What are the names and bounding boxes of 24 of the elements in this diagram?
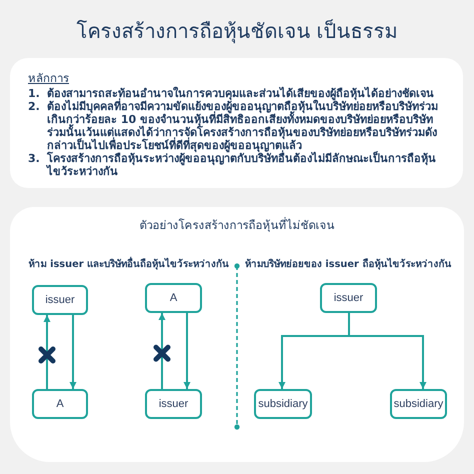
list-number: 1. bbox=[28, 87, 39, 100]
list-item: โครงสร้างการถือหุ้นระหว่างผู้ขออนุญาตกับบริษัทอื่นต้องไม่มีลักษณะเป็นการถือหุ้นไขว้ระหว่างกัน bbox=[47, 152, 437, 178]
arrow bbox=[44, 315, 50, 389]
arrow bbox=[70, 315, 76, 389]
company-box: issuer bbox=[145, 389, 202, 419]
list-item: ต้องสามารถสะท้อนอำนาจในการควบคุมและส่วนได้เสียของผู้ถือหุ้นได้อย่างชัดเจน bbox=[47, 87, 434, 100]
section-heading: หลักการ bbox=[28, 71, 69, 85]
title: โครงสร้างการถือหุ้นชัดเจน เป็นธรรม bbox=[76, 18, 398, 46]
arrow bbox=[348, 313, 426, 389]
list-number: 2. bbox=[28, 100, 39, 113]
company-box: subsidiary bbox=[254, 389, 312, 419]
card bbox=[10, 207, 464, 462]
arrow bbox=[158, 313, 166, 389]
arrow bbox=[184, 313, 190, 389]
company-box: A bbox=[32, 389, 88, 419]
company-box: issuer bbox=[320, 283, 377, 313]
company-box: subsidiary bbox=[390, 389, 447, 419]
company-box: issuer bbox=[32, 285, 88, 315]
section-heading: ตัวอย่างโครงสร้างการถือหุ้นที่ไม่ชัดเจน bbox=[140, 218, 334, 233]
subheading: ห้ามบริษัทย่อยของ issuer ถือหุ้นไขว้ระหว่างกัน bbox=[245, 257, 452, 272]
company-box: A bbox=[145, 283, 202, 313]
subheading: ห้าม issuer และบริษัทอื่นถือหุ้นไขว้ระหว่างกัน bbox=[28, 257, 229, 272]
list-number: 3. bbox=[28, 152, 39, 165]
list-item: ต้องไม่มีบุคคลที่อาจมีความขัดแย้งของผู้ขออนุญาตถือหุ้นในบริษัทย่อยหรือบริษัทร่วมเกินกว่าร้อยละ 10 ของจำนวนหุ้นที่มีสิทธิออกเสียงทั้งหมดของบริษัทย่อยหรือบริษัทร่วมนั้นเว้นแต่แสดงได้ว่าการจัดโครงสร้างการถือหุ้นของบริษัทย่อยหรือบริษัทร่วมดังกล่าวเป็นไปเพื่อประโยชน์ที่ดีที่สุดของผู้ขออนุญาตแล้ว bbox=[47, 100, 439, 152]
